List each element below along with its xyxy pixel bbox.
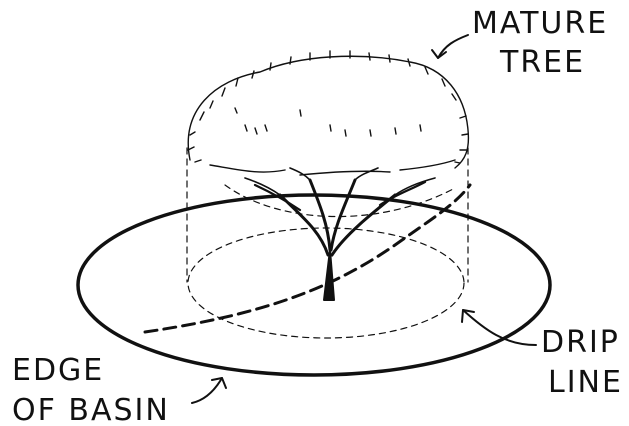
- arrow-mature-tree: [432, 35, 468, 58]
- label-of-basin: OF BASIN: [12, 393, 170, 426]
- canopy-dashed-curve: [225, 185, 455, 217]
- basin-edge-ellipse: [78, 195, 550, 375]
- tree-canopy: [188, 51, 468, 175]
- label-edge: EDGE: [12, 353, 104, 388]
- label-drip: DRIP: [541, 325, 620, 360]
- label-mature: MATURE: [472, 6, 608, 41]
- tree-trunk: [245, 168, 435, 300]
- label-line: LINE: [548, 365, 623, 400]
- label-tree: TREE: [499, 45, 585, 80]
- arrow-edge-of-basin: [192, 378, 226, 403]
